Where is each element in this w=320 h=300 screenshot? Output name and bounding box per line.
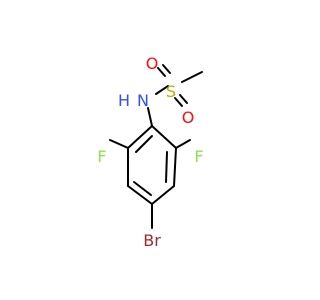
bonds — [109, 64, 203, 229]
bond-s-o-bottom-a — [174, 97, 183, 107]
atom-s: S — [166, 82, 176, 101]
atom-labels: O S O H N F F Br — [97, 54, 203, 250]
bond-c3-c4 — [151, 185, 175, 205]
atom-br: Br — [143, 231, 161, 250]
bond-s-o-top-b — [162, 64, 171, 74]
background — [0, 0, 300, 300]
bond-c4-c5 — [127, 185, 153, 205]
atom-f-left: F — [97, 147, 106, 166]
bond-s-o-bottom-b — [179, 94, 188, 104]
bond-c6-c1 — [127, 125, 153, 149]
bond-c2-c3-inner — [165, 151, 168, 183]
molecule-structure: O S O H N F F Br — [0, 0, 300, 300]
bond-c2-f-right — [175, 139, 191, 149]
bond-c1-c2 — [151, 125, 177, 149]
bond-s-ch3 — [181, 71, 203, 83]
bond-c1-n — [147, 107, 153, 127]
bond-c6-c1-inner — [135, 135, 153, 153]
bond-c2-c3 — [173, 147, 177, 187]
bond-s-o-top-a — [157, 67, 166, 77]
bond-n-s — [155, 85, 169, 95]
atom-h: H — [118, 91, 130, 110]
bond-c4-c5-inner — [133, 181, 152, 196]
atom-o-bottom: O — [182, 108, 195, 127]
bond-c6-f-left — [109, 139, 129, 149]
atom-o-top: O — [146, 54, 159, 73]
atom-f-right: F — [194, 147, 203, 166]
atom-n: N — [137, 91, 149, 110]
